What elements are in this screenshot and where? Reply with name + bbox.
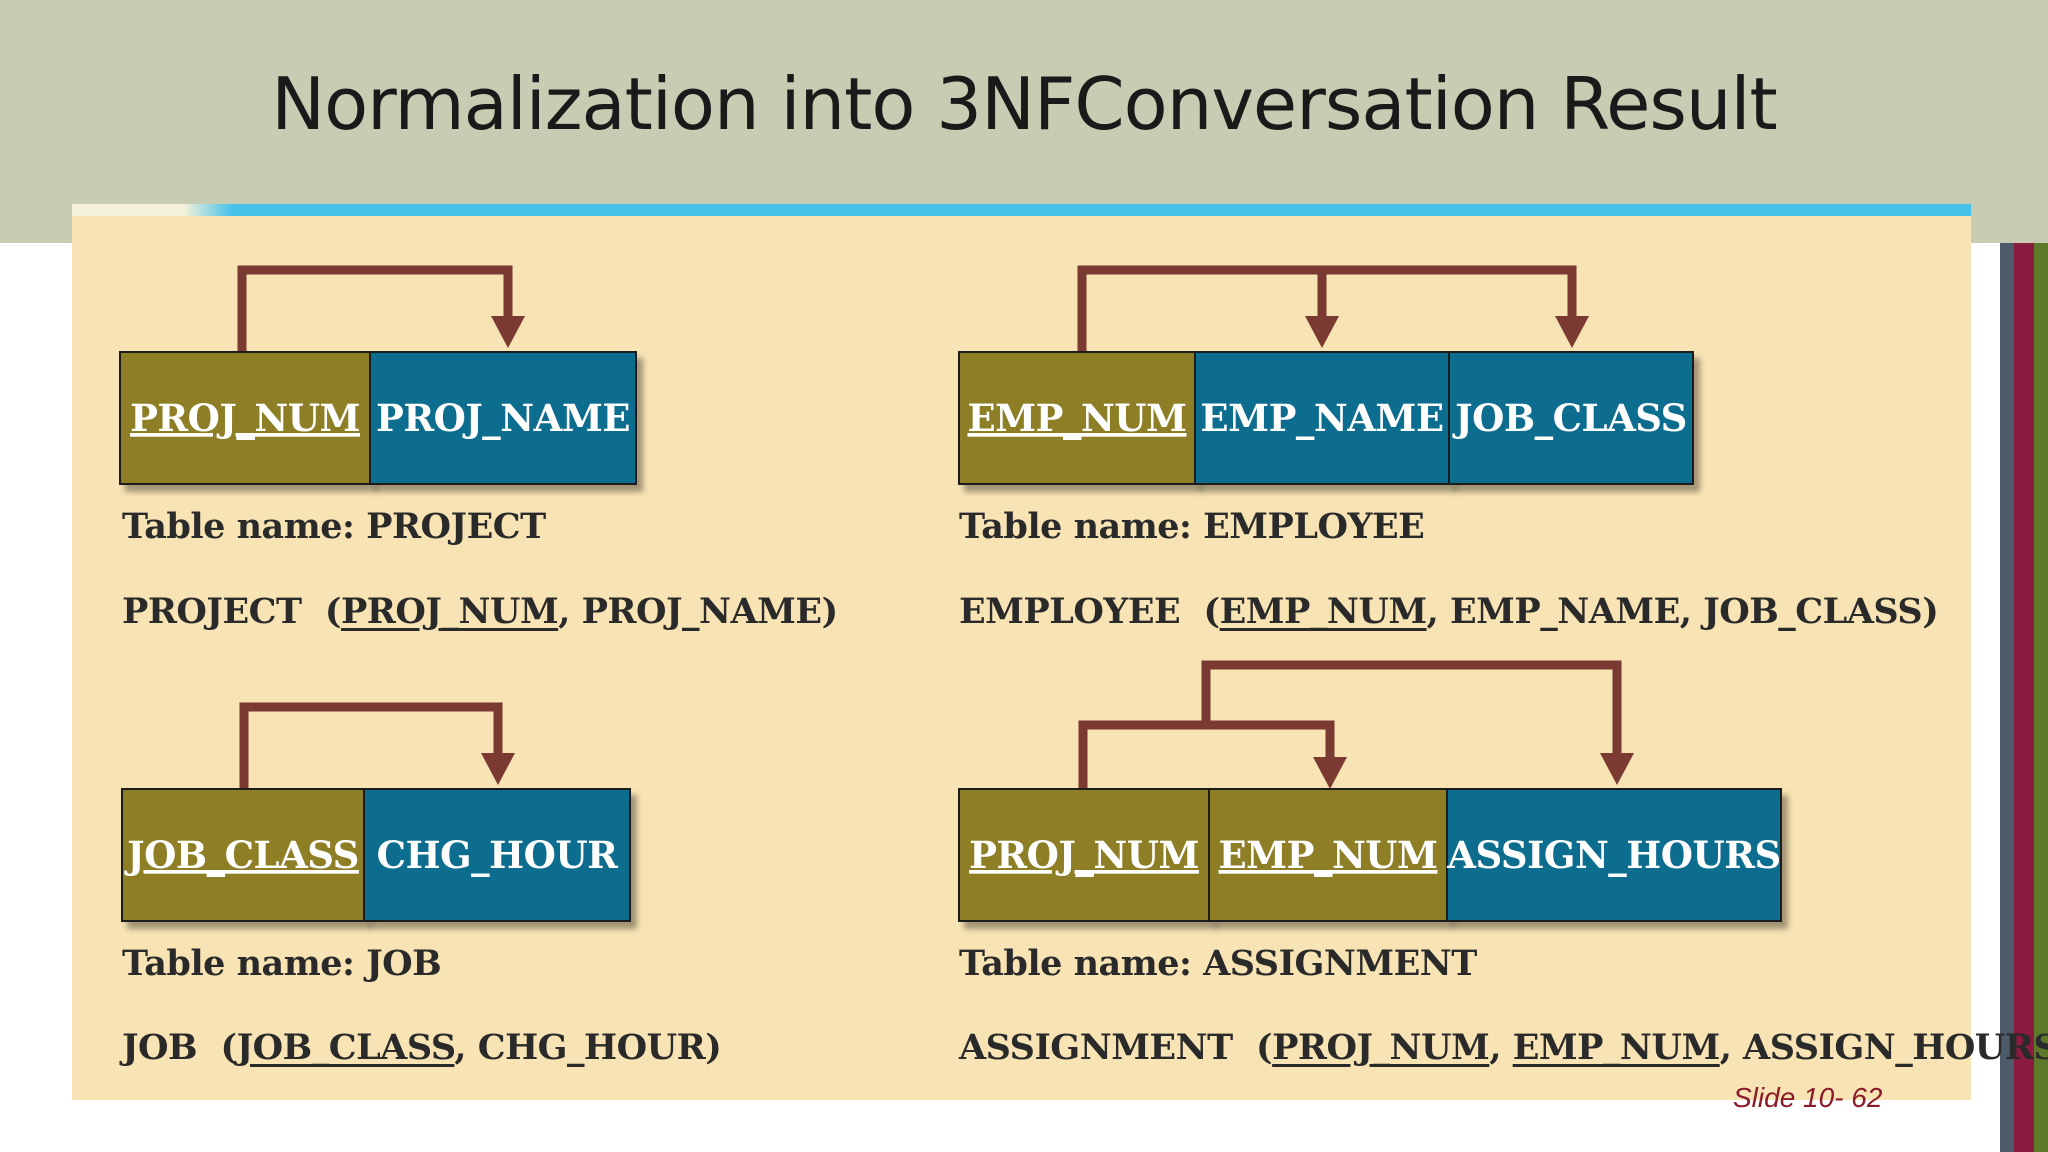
relation-prefix: ASSIGNMENT: [959, 1027, 1233, 1068]
arrowhead-icon: [1305, 316, 1339, 348]
header-band: [0, 0, 2048, 243]
attribute-cell-proj-num: PROJ_NUM: [958, 788, 1210, 922]
attribute-label: JOB_CLASS: [124, 833, 359, 877]
attribute-cell-chg-hour: CHG_HOUR: [363, 788, 631, 922]
attribute-cell-box: [119, 351, 371, 485]
table-name-employee: Table name: EMPLOYEE: [959, 506, 1425, 547]
attribute-label: EMP_NUM: [1218, 833, 1437, 877]
relation-rest: , PROJ_NAME): [558, 591, 838, 632]
arrowhead-icon: [1555, 316, 1589, 348]
dependency-line: [1078, 720, 1335, 789]
attribute-cell-box: [958, 788, 1210, 922]
relation-employee: EMPLOYEE (EMP_NUM, EMP_NAME, JOB_CLASS): [959, 591, 1939, 632]
attribute-label: ASSIGN_HOURS: [1446, 833, 1781, 877]
relation-rest: , CHG_HOUR): [454, 1027, 722, 1068]
attribute-label: JOB_CLASS: [1452, 396, 1687, 440]
attribute-cell-job-class: JOB_CLASS: [121, 788, 365, 922]
dependency-line: [239, 702, 503, 789]
relation-prefix: JOB: [122, 1027, 198, 1068]
attribute-label: EMP_NUM: [967, 396, 1186, 440]
arrowhead-icon: [1600, 753, 1634, 785]
arrowhead-icon: [481, 753, 515, 785]
arrowhead-icon: [1313, 757, 1347, 789]
panel-accent-bar: [72, 204, 1971, 216]
attribute-cell-box: [1448, 351, 1694, 485]
dependency-line: [237, 265, 513, 352]
attribute-cell-box: [363, 788, 631, 922]
edge-stripe-olive: [2034, 243, 2048, 1152]
table-name-project: Table name: PROJECT: [122, 506, 546, 547]
attribute-label: EMP_NAME: [1200, 396, 1443, 440]
relation-key: EMP_NUM: [1512, 1027, 1721, 1068]
dependency-line: [1201, 660, 1622, 759]
attribute-cell-box: [958, 351, 1196, 485]
slide-title: Normalization into 3NFConversation Resul…: [271, 62, 1778, 146]
relation-assignment: ASSIGNMENT (PROJ_NUM, EMP_NUM, ASSIGN_HO…: [959, 1027, 2048, 1068]
relation-key: EMP_NUM: [1219, 591, 1428, 632]
slide-number: Slide 10- 62: [1733, 1082, 1883, 1113]
attribute-label: CHG_HOUR: [377, 833, 618, 877]
attribute-label: PROJ_NUM: [130, 396, 360, 440]
attribute-cell-proj-name: PROJ_NAME: [369, 351, 637, 485]
attribute-cell-box: [121, 788, 365, 922]
relation-key: PROJ_NUM: [340, 591, 559, 632]
relation-key: JOB_CLASS: [236, 1027, 455, 1068]
dependency-arrows: [237, 265, 1634, 789]
table-name-assignment: Table name: ASSIGNMENT: [959, 943, 1477, 984]
relation-prefix: PROJECT: [122, 591, 302, 632]
attribute-cell-box: [1194, 351, 1450, 485]
relation-project: PROJECT (PROJ_NUM, PROJ_NAME): [122, 591, 838, 632]
dependency-line: [1077, 265, 1577, 352]
attribute-cell-box: [1446, 788, 1782, 922]
relation-job: JOB (JOB_CLASS, CHG_HOUR): [122, 1027, 722, 1068]
edge-stripe-crimson: [2014, 243, 2034, 1152]
attribute-cell-job-class: JOB_CLASS: [1448, 351, 1694, 485]
table-name-job: Table name: JOB: [122, 943, 442, 984]
edge-stripe-slate: [2000, 243, 2014, 1152]
attribute-cell-box: [1208, 788, 1448, 922]
relation-key: PROJ_NUM: [1272, 1027, 1490, 1068]
relation-rest: , ASSIGN_HOURS): [1719, 1027, 2048, 1068]
attribute-cell-emp-num: EMP_NUM: [1208, 788, 1448, 922]
attribute-cell-emp-num: EMP_NUM: [958, 351, 1196, 485]
relation-prefix: EMPLOYEE: [959, 591, 1181, 632]
relation-rest: , EMP_NAME, JOB_CLASS): [1426, 591, 1939, 632]
attribute-cell-emp-name: EMP_NAME: [1194, 351, 1450, 485]
attribute-label: PROJ_NAME: [376, 396, 630, 440]
attribute-cell-proj-num: PROJ_NUM: [119, 351, 371, 485]
attribute-label: PROJ_NUM: [969, 833, 1199, 877]
attribute-cell-box: [369, 351, 637, 485]
panel-accent-highlight: [72, 204, 232, 216]
arrowhead-icon: [491, 316, 525, 348]
attribute-cell-assign-hours: ASSIGN_HOURS: [1446, 788, 1782, 922]
